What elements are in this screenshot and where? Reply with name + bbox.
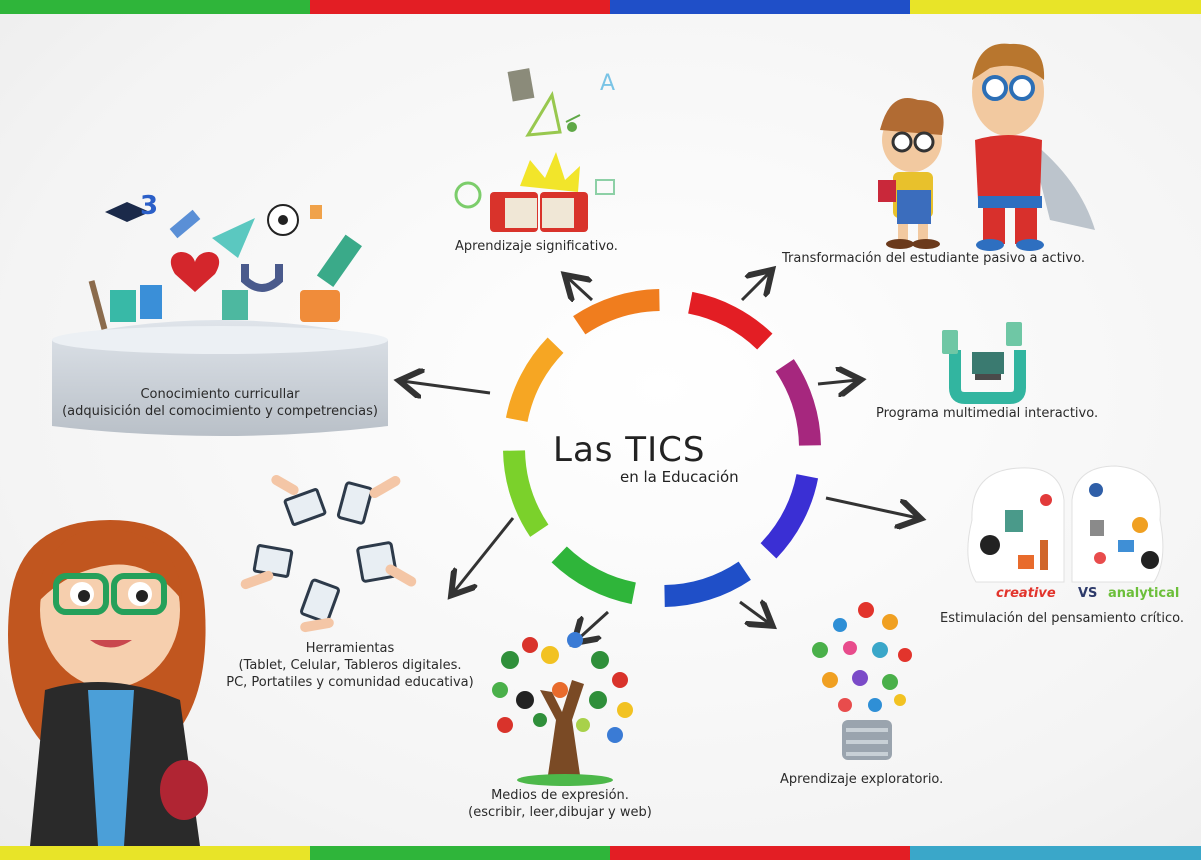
label-herramientas: Herramientas (Tablet, Celular, Tableros … [226,641,474,690]
arrow-conocimiento [402,381,491,393]
ring-segment-yellow [505,337,564,423]
bottom-bar-yellow [0,846,310,860]
ring-segment-green [551,546,637,605]
tree-illustration [492,632,633,786]
label-estimulacion: Estimulación del pensamiento crítico. [940,611,1184,626]
creative-text: creative [996,586,1056,601]
book-illustration: A [454,68,615,232]
students-illustration [878,43,1095,251]
lightbulb-illustration [812,602,912,760]
top-bar-blue [610,0,910,14]
label-exploratorio: Aprendizaje exploratorio. [780,772,944,787]
ring-segment-lime [503,450,549,537]
ring-segment-blue [664,561,751,607]
ring-segment-indigo [760,473,819,559]
arrow-exploratorio [739,602,770,624]
label-transformacion: Transformación del estudiante pasivo a a… [782,251,1085,266]
arrow-aprendizaje-significativo [567,277,594,300]
svg-text:3: 3 [140,191,158,221]
label-conocimiento: Conocimiento curricullar (adquisición de… [62,387,378,419]
top-bar-red [310,0,610,14]
ring-segment-orange [573,289,660,335]
multimedia-illustration [942,322,1026,404]
arrows [402,272,918,641]
arrow-estimulacion [825,496,918,518]
arrow-transformacion [740,272,770,302]
label-aprendizaje-significativo: Aprendizaje significativo. [455,239,618,254]
bottom-bar-cyan [910,846,1201,860]
label-programa: Programa multimedial interactivo. [876,406,1099,421]
central-ring [503,289,821,607]
top-bar-yellow [910,0,1201,14]
diagram-title: Las TICS [553,430,706,470]
bottom-bar-red [610,846,910,860]
ring-segment-purple [775,359,821,446]
brain-illustration [967,465,1164,583]
devices-illustration [240,475,417,633]
diagram-subtitle: en la Educación [620,468,739,486]
label-medios: Medios de expresión. (escribir, leer,dib… [468,788,652,820]
svg-text:A: A [600,71,615,96]
vs-text: VS [1078,586,1098,601]
ring-segment-red [687,291,773,350]
bottom-bar-green [310,846,610,860]
arrow-programa [817,380,858,384]
school-supplies-illustration: 3 [52,191,388,436]
arrow-herramientas [453,517,515,593]
analytical-text: analytical [1108,586,1180,601]
teacher-illustration [8,520,208,846]
top-bar-green [0,0,310,14]
